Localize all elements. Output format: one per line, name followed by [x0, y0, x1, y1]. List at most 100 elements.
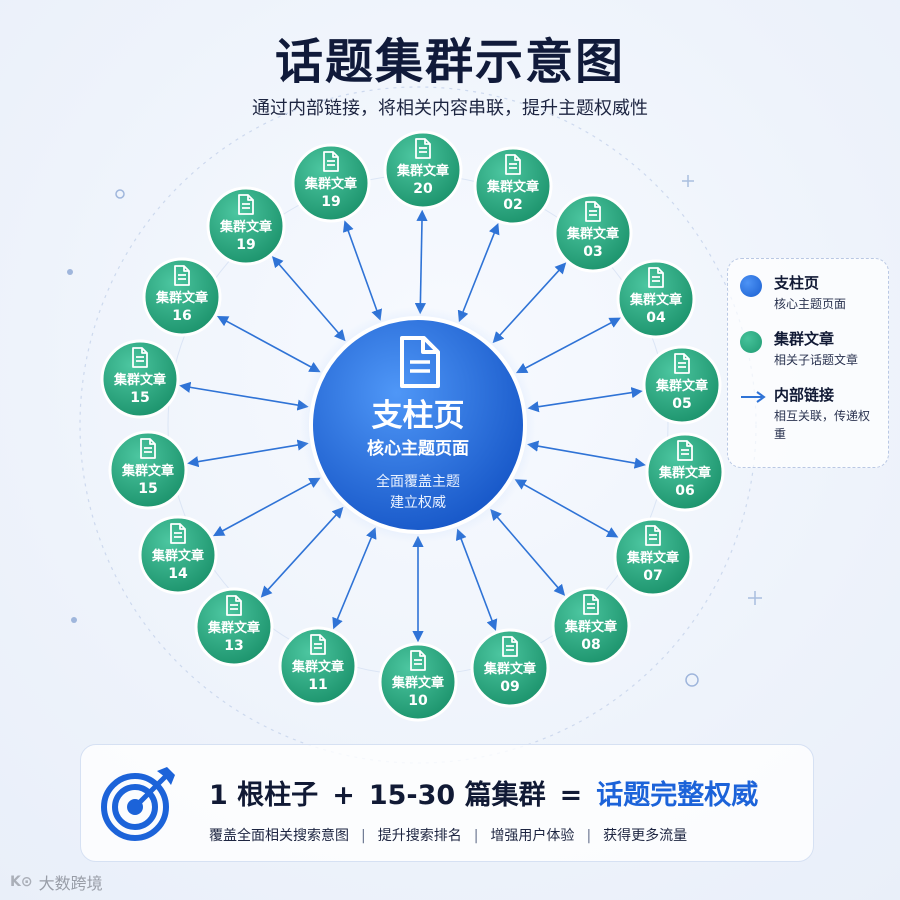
page-title: 话题集群示意图	[274, 34, 625, 90]
internal-link-arrow	[342, 220, 383, 321]
cluster-node-number: 11	[308, 677, 327, 693]
cluster-node-number: 07	[643, 568, 662, 584]
internal-link-arrow	[514, 479, 619, 538]
cluster-node-number: 16	[172, 308, 191, 324]
document-icon	[677, 440, 693, 461]
cluster-node-circle	[291, 143, 371, 223]
cluster-node-label: 集群文章	[483, 661, 536, 677]
cluster-article-node[interactable]: 集群文章 11	[278, 626, 358, 706]
internal-link-arrow	[527, 387, 643, 413]
target-icon	[101, 767, 175, 841]
cluster-node-label: 集群文章	[151, 548, 204, 564]
cluster-article-node[interactable]: 集群文章 09	[470, 628, 550, 708]
benefit-separator: |	[361, 828, 366, 844]
cluster-node-number: 04	[646, 310, 666, 326]
cluster-node-label: 集群文章	[291, 659, 344, 675]
cluster-node-circle	[645, 432, 725, 512]
document-icon	[170, 523, 186, 544]
document-icon	[648, 267, 664, 288]
decor-plus	[748, 591, 762, 605]
cluster-article-node[interactable]: 集群文章 03	[553, 193, 633, 273]
arrow-right-icon	[741, 391, 766, 403]
cluster-article-node[interactable]: 集群文章 04	[616, 259, 696, 339]
cluster-node-circle	[613, 517, 693, 597]
cluster-node-circle	[100, 339, 180, 419]
cluster-node-circle	[553, 193, 633, 273]
legend: 支柱页 核心主题页面 集群文章 相关子话题文章 内部链接 相互关联，传递权重	[727, 258, 889, 468]
green-dot-icon	[740, 331, 762, 353]
formula-part2: 15-30 篇集群	[368, 780, 546, 811]
hub-desc-line2: 建立权威	[390, 495, 446, 511]
document-icon	[400, 336, 440, 388]
cluster-article-node[interactable]: 集群文章 02	[473, 146, 553, 226]
internal-link-arrow	[260, 506, 344, 598]
cluster-node-label: 集群文章	[626, 550, 679, 566]
cluster-node-number: 20	[413, 181, 433, 197]
cluster-node-label: 集群文章	[219, 219, 272, 235]
cluster-node-circle	[616, 259, 696, 339]
internal-link-arrow	[332, 527, 377, 630]
document-icon	[674, 353, 690, 374]
cluster-article-node[interactable]: 集群文章 14	[138, 515, 218, 595]
cluster-node-number: 15	[138, 481, 157, 497]
benefit-separator: |	[586, 828, 592, 844]
cluster-node-number: 13	[224, 638, 243, 654]
cluster-node-number: 03	[583, 244, 602, 260]
watermark-logo: K⊙	[10, 874, 33, 890]
formula: 1 根柱子+15-30 篇集群=话题完整权威	[209, 773, 758, 812]
document-icon	[505, 154, 521, 175]
cluster-node-label: 集群文章	[566, 226, 619, 242]
cluster-node-number: 02	[503, 197, 522, 213]
document-icon	[132, 347, 148, 368]
cluster-node-circle	[470, 628, 550, 708]
internal-link-arrow	[179, 381, 309, 411]
cluster-node-number: 15	[130, 390, 149, 406]
hub-subtitle: 核心主题页面	[367, 438, 469, 459]
cluster-node-circle	[378, 642, 458, 722]
internal-link-arrow	[414, 209, 428, 315]
formula-result: 话题完整权威	[596, 780, 759, 811]
pillar-page-node[interactable]: 支柱页 核心主题页面 全面覆盖主题 建立权威	[300, 307, 536, 543]
cluster-node-circle	[206, 186, 286, 266]
decor-dot	[71, 617, 77, 623]
internal-link-arrow	[457, 222, 500, 323]
formula-part1: 1 根柱子	[209, 780, 319, 811]
cluster-node-label: 集群文章	[391, 675, 444, 691]
cluster-node-number: 06	[675, 483, 694, 499]
legend-link: 内部链接 相互关联，传递权重	[740, 385, 876, 443]
internal-link-arrow	[212, 477, 321, 537]
document-icon	[583, 594, 599, 615]
internal-link-arrow	[527, 440, 646, 469]
internal-link-arrow	[515, 317, 621, 374]
hub-desc-line1: 全面覆盖主题	[376, 473, 460, 490]
cluster-article-node[interactable]: 集群文章 19	[206, 186, 286, 266]
cluster-node-number: 19	[236, 237, 255, 253]
cluster-article-node[interactable]: 集群文章 07	[613, 517, 693, 597]
document-icon	[645, 525, 661, 546]
cluster-node-number: 08	[581, 637, 600, 653]
document-icon	[226, 595, 242, 616]
internal-link-arrow	[271, 256, 346, 342]
cluster-node-circle	[473, 146, 553, 226]
cluster-node-circle	[278, 626, 358, 706]
decor-plus	[682, 175, 694, 187]
summary-panel: 1 根柱子+15-30 篇集群=话题完整权威 覆盖全面相关搜索意图|提升搜索排名…	[80, 744, 814, 862]
decor-dot	[115, 189, 125, 199]
cluster-node-label: 集群文章	[629, 292, 682, 308]
cluster-node-number: 14	[168, 566, 188, 582]
document-icon	[323, 151, 339, 172]
document-icon	[140, 438, 156, 459]
cluster-node-label: 集群文章	[486, 179, 539, 195]
cluster-node-number: 09	[500, 679, 519, 695]
